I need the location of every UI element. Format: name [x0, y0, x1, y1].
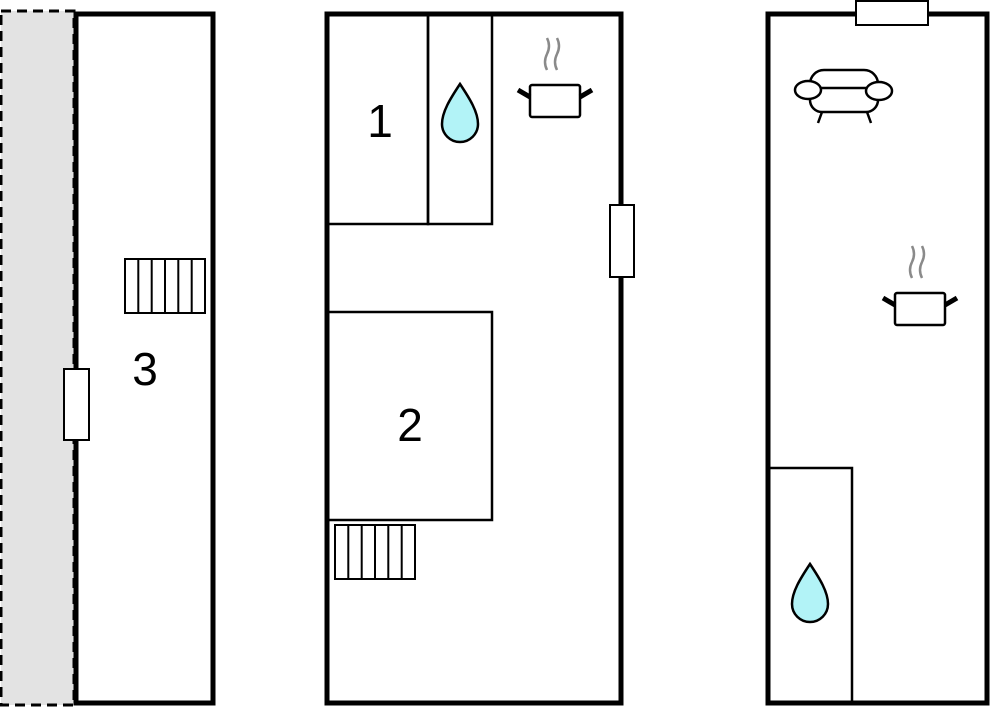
stairs-icon: [124, 258, 206, 314]
outside-area: [0, 9, 76, 707]
window-icon: [63, 368, 90, 441]
bathroom: [766, 466, 854, 705]
armchair-icon: [793, 68, 894, 124]
window-icon: [609, 204, 635, 278]
right-building: [765, 0, 990, 706]
window-icon: [855, 0, 929, 26]
middle-building: 1 2: [324, 11, 635, 706]
left-building: 3: [0, 9, 216, 707]
bathroom: [426, 12, 494, 226]
room-3-walls: [73, 11, 216, 706]
room-label-3: 3: [132, 343, 158, 395]
room-label-1: 1: [367, 95, 393, 147]
stairs-icon: [334, 524, 416, 580]
room-2: [325, 310, 494, 522]
room-label-2: 2: [397, 399, 423, 451]
